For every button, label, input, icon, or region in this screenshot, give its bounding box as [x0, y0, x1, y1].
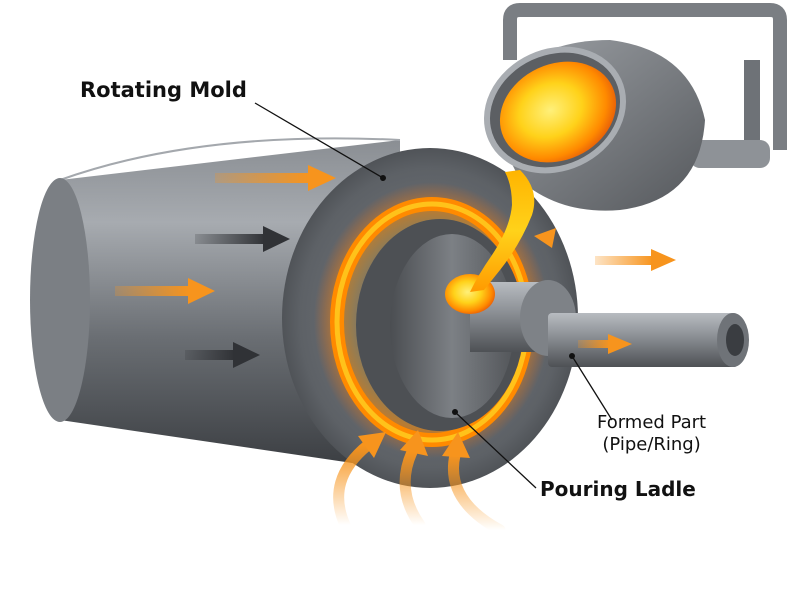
leader-dot-pouring-ladle [452, 409, 458, 415]
leader-line-rotating-mold [254, 102, 384, 179]
flow-arrow-orange-right-lower [578, 334, 632, 354]
ladle-hanger [744, 60, 760, 150]
leader-dot-formed-part [569, 353, 575, 359]
label-formed-part-line1: Formed Part [597, 412, 707, 433]
flow-arrow-orange-right-upper [595, 249, 676, 271]
molten-pour-stream [470, 170, 535, 292]
mold-cylinder-back-cap [30, 178, 90, 422]
ladle-pivot-arm [690, 140, 770, 168]
flow-arrow-orange-spout [534, 228, 556, 248]
formed-pipe-bore [726, 324, 744, 356]
curved-heat-arrow-left [333, 432, 386, 531]
label-rotating-mold: Rotating Mold [80, 78, 247, 102]
formed-pipe-shaft [548, 313, 738, 367]
leader-line-formed-part [571, 355, 613, 421]
flow-arrow-orange-middle [115, 278, 215, 304]
mold-cylinder-top-edge [59, 137, 401, 181]
flow-arrow-orange-top [215, 165, 336, 191]
label-pouring-ladle: Pouring Ladle [540, 477, 696, 501]
ladle-support-frame [503, 3, 787, 150]
curved-heat-arrow-right [442, 432, 506, 536]
ladle-molten-metal [499, 61, 617, 163]
label-formed-part-line2: (Pipe/Ring) [602, 434, 701, 455]
label-formed-part: Formed Part (Pipe/Ring) [597, 412, 706, 456]
curved-heat-arrow-middle [399, 430, 428, 531]
flow-arrow-dark-upper [195, 226, 290, 252]
leader-dot-rotating-mold [380, 175, 386, 181]
leader-line-pouring-ladle [454, 411, 537, 489]
flow-arrow-dark-lower [185, 342, 260, 368]
